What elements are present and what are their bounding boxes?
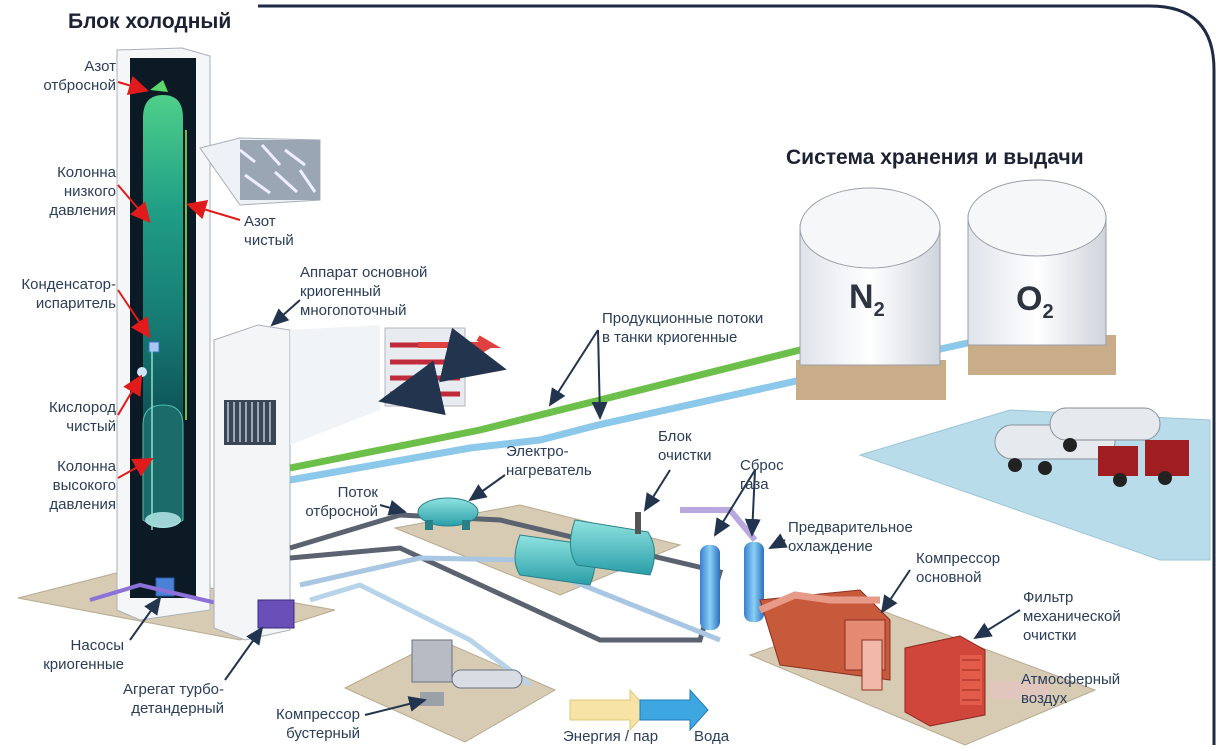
n2-tank-base xyxy=(796,360,946,400)
label-booster-compressor: Компрессор бустерный xyxy=(275,706,360,742)
label-condenser-evaporator: Конденсатор- испаритель xyxy=(21,276,116,312)
heading-cold-block: Блок холодный xyxy=(68,10,232,33)
precooler-tower-2 xyxy=(744,542,764,622)
booster-compressor xyxy=(411,639,453,683)
n2-tank-label: N2 xyxy=(849,278,885,322)
precooler-tower-1 xyxy=(700,545,720,630)
label-high-pressure-column: Колонна высокого давления xyxy=(49,458,116,513)
low-pressure-column xyxy=(143,95,183,425)
waste-nitrogen-outlet xyxy=(150,80,168,92)
heading-storage: Система хранения и выдачи xyxy=(786,146,1084,169)
water-arrow xyxy=(639,688,709,732)
o2-symbol: O xyxy=(1016,280,1043,318)
label-water: Вода xyxy=(694,728,730,745)
label-energy-steam: Энергия / пар xyxy=(563,728,659,745)
o2-tank-label: O2 xyxy=(1016,280,1054,324)
label-pure-oxygen: Кислород чистый xyxy=(49,399,116,435)
nitrogen-product-line xyxy=(289,341,821,472)
label-waste-flow: Поток отбросной xyxy=(305,484,378,520)
booster-base xyxy=(343,639,557,743)
turbo-expander xyxy=(257,599,295,629)
o2-subscript: 2 xyxy=(1042,300,1054,323)
label-main-compressor: Компрессор основной xyxy=(916,550,1001,586)
label-heat-exchanger: Аппарат основной криогенный многопоточны… xyxy=(300,264,428,319)
label-gas-vent: Сброс газа xyxy=(740,457,784,493)
energy-arrow xyxy=(569,688,649,732)
condenser-box xyxy=(148,341,160,353)
label-atmospheric-air: Атмосферный воздух xyxy=(1021,671,1121,707)
label-low-pressure-column: Колонна низкого давления xyxy=(49,164,116,219)
n2-subscript: 2 xyxy=(873,298,885,321)
oxygen-product-line xyxy=(289,334,991,484)
high-pressure-column xyxy=(142,404,184,528)
adsorber-2 xyxy=(570,519,655,576)
label-electric-heater: Электро- нагреватель xyxy=(506,443,592,479)
label-purification-block: Блок очистки xyxy=(658,428,712,464)
n2-symbol: N xyxy=(849,278,874,316)
heat-exchanger-shell xyxy=(213,324,291,641)
electric-heater xyxy=(417,497,479,527)
label-product-flows: Продукционные потоки в танки криогенные xyxy=(602,310,764,346)
label-precooling: Предварительное охлаждение xyxy=(788,519,913,555)
tanker-truck-2 xyxy=(1049,407,1189,485)
packing-texture xyxy=(240,140,320,200)
label-cryo-pumps: Насосы криогенные xyxy=(43,637,124,673)
label-pure-nitrogen: Азот чистый xyxy=(244,213,294,249)
frame-border xyxy=(258,4,1216,745)
purification-vent xyxy=(635,512,641,534)
label-waste-nitrogen: Азот отбросной xyxy=(43,58,116,94)
label-mech-filter: Фильтр механической очистки xyxy=(1023,589,1121,644)
heat-exchanger-core xyxy=(224,400,276,445)
label-turbo-expander: Агрегат турбо- детандерный xyxy=(123,681,224,717)
